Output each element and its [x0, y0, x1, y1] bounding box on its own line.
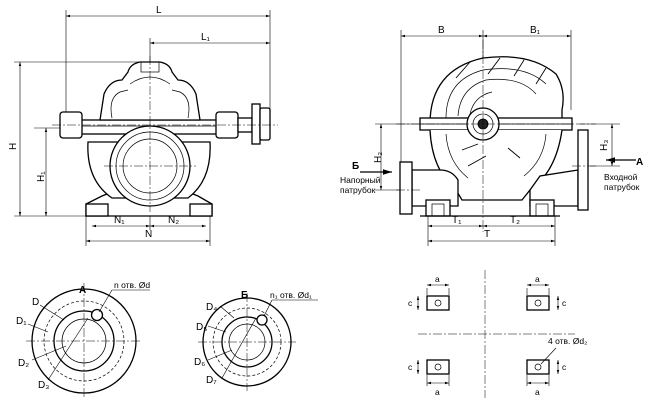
- inlet-label-line1: Входной: [604, 172, 638, 182]
- label-D5: D₅: [196, 322, 207, 333]
- marker-b: Б: [352, 161, 359, 172]
- label-H: H: [8, 143, 19, 150]
- label-N: N: [145, 229, 152, 240]
- flange-a-holes-note: n отв. Ød: [114, 280, 150, 290]
- label-H3: H₃: [599, 140, 610, 151]
- label-D4: D₄: [206, 302, 217, 313]
- label-c-top-left: c: [408, 298, 413, 308]
- outlet-label-line2: патрубок: [340, 185, 376, 195]
- label-D7: D₇: [206, 375, 217, 386]
- label-B: B: [438, 25, 445, 36]
- label-c-bottom-left: c: [408, 362, 413, 372]
- label-B1: B₁: [530, 25, 541, 36]
- label-N1: N₁: [114, 215, 125, 226]
- label-D6: D₆: [194, 357, 205, 368]
- front-view: [14, 10, 278, 246]
- label-H1: H₁: [36, 171, 47, 182]
- label-a-top-left: a: [435, 274, 440, 284]
- foundation-plan: [416, 270, 575, 398]
- flange-b-view: [198, 293, 318, 391]
- label-D3: D₃: [38, 380, 49, 391]
- label-T2: T₂: [510, 215, 520, 226]
- flange-a-view: [26, 283, 150, 399]
- label-T1: T₁: [452, 215, 462, 226]
- label-c-top-right: c: [562, 298, 567, 308]
- label-D1: D₁: [16, 316, 27, 327]
- side-view: [360, 30, 636, 246]
- label-a-bottom-left: a: [435, 387, 440, 397]
- marker-a: A: [636, 157, 643, 168]
- flange-b-holes-note: n₁ отв. Ød₁: [270, 290, 312, 300]
- label-D2: D₂: [18, 358, 29, 369]
- label-N2: N₂: [168, 215, 179, 226]
- flange-b-label: Б: [241, 290, 248, 301]
- label-H2: H₂: [373, 152, 384, 163]
- foundation-holes-note: 4 отв. Ød₂: [548, 336, 587, 346]
- label-a-bottom-right: a: [535, 387, 540, 397]
- flange-a-label: A: [79, 285, 86, 296]
- label-L1: L₁: [201, 32, 211, 43]
- outlet-label-line1: Напорный: [340, 175, 381, 185]
- label-T: T: [484, 229, 490, 240]
- label-c-bottom-right: c: [562, 362, 567, 372]
- label-a-top-right: a: [535, 274, 540, 284]
- label-D: D: [32, 297, 39, 308]
- label-L: L: [156, 5, 162, 16]
- inlet-label-line2: патрубок: [604, 182, 640, 192]
